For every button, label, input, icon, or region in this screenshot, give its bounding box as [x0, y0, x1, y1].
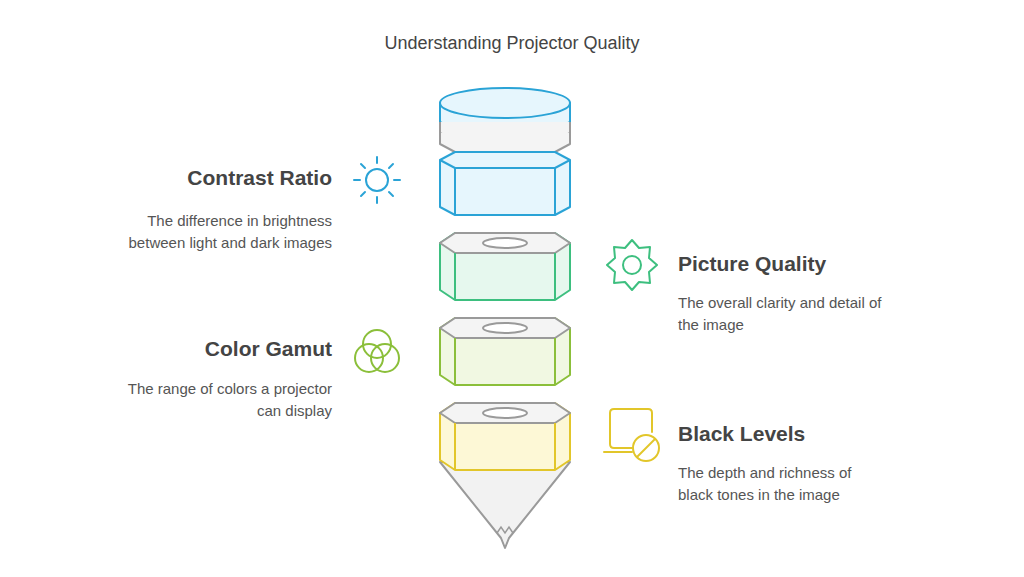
top-cap [440, 88, 570, 152]
item-description: The overall clarity and detail of the im… [678, 292, 890, 336]
item-heading: Color Gamut [205, 337, 332, 361]
item-heading: Black Levels [678, 422, 805, 446]
monitor-block-icon [604, 409, 659, 461]
gear-icon [607, 240, 657, 290]
pencil-tip [440, 462, 570, 548]
item-description: The range of colors a projector can disp… [127, 378, 332, 422]
lime-segment [440, 318, 570, 385]
item-heading: Picture Quality [678, 252, 826, 276]
item-description: The difference in brightness between lig… [127, 210, 332, 254]
green-segment [440, 233, 570, 300]
color-circles-icon [355, 330, 399, 372]
blue-segment [440, 152, 570, 215]
sun-icon [354, 157, 400, 203]
item-heading: Contrast Ratio [187, 166, 332, 190]
diagram-title: Understanding Projector Quality [212, 33, 812, 54]
yellow-segment [440, 403, 570, 470]
item-description: The depth and richness of black tones in… [678, 462, 890, 506]
